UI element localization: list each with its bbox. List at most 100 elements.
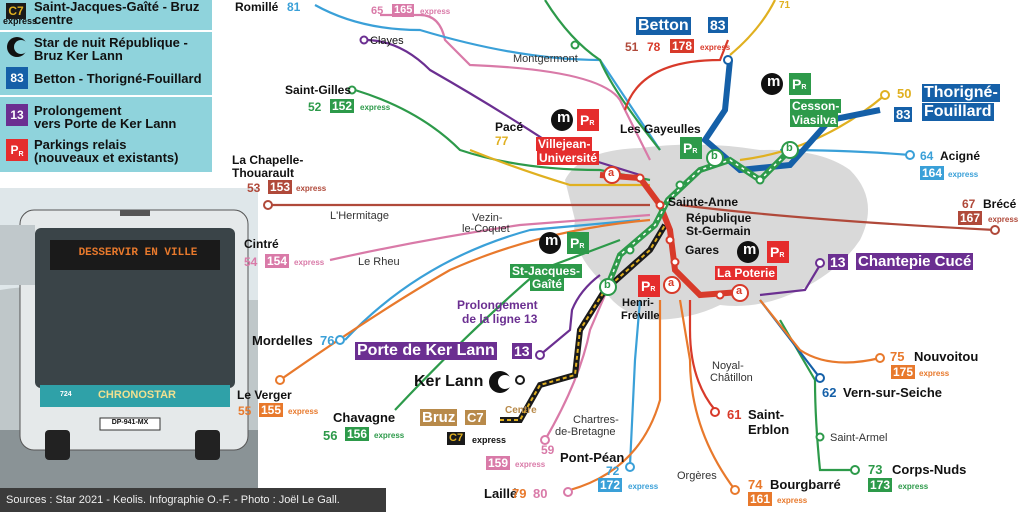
place-henri-freville: Henri- (622, 297, 654, 309)
express-label: express (294, 258, 325, 267)
place-noyal: Châtillon (710, 372, 753, 384)
line-153-badge: 153 (268, 180, 293, 194)
line-52-number: 52 (308, 100, 322, 114)
line-83-badge-thorigne: 83 (894, 107, 913, 122)
route-61 (688, 300, 716, 411)
place-pont-pean: Pont-Péan (560, 450, 625, 465)
place-la-poterie: La Poterie (715, 266, 778, 280)
express-label: express (360, 103, 391, 112)
route-13ext (539, 274, 601, 356)
place-chavagne: Chavagne (333, 410, 396, 425)
line-59-number: 59 (541, 443, 555, 457)
park-and-ride-glyph: PR (683, 137, 703, 159)
legend-separator (0, 30, 212, 32)
place-pace: Pacé (495, 120, 524, 134)
line-a-marker: a (608, 167, 615, 179)
place-romille: Romillé (235, 0, 279, 14)
legend-pr-title-1: Parkings relais (34, 137, 127, 152)
line-77-number: 77 (495, 134, 509, 148)
place-les-gayeulles: Les Gayeulles (620, 122, 701, 136)
express-label: express (515, 460, 546, 469)
park-and-ride-glyph: PR (580, 109, 600, 131)
park-and-ride-icons (567, 73, 811, 297)
bus-headsign: DESSERVIR EN VILLE (78, 247, 198, 259)
line-a-marker: a (736, 285, 743, 297)
express-label: express (628, 482, 659, 491)
photo-credits: Sources : Star 2021 - Keolis. Infographi… (0, 488, 386, 512)
place-la-chapelle: Thouarault (232, 166, 294, 180)
express-label: express (472, 435, 507, 445)
station-gares: Gares (685, 243, 720, 257)
line-72-number: 72 (606, 464, 620, 478)
line-154-badge: 154 (265, 254, 290, 268)
route-77 (469, 148, 650, 187)
line-178-badge: 178 (670, 39, 695, 53)
place-saint-armel: Saint-Armel (830, 432, 888, 444)
express-label: express (919, 369, 950, 378)
station-st-germain: St-Germain (686, 224, 751, 238)
place-betton: Betton (636, 17, 691, 35)
line-b-marker: b (604, 279, 611, 291)
pr-letter: P (683, 140, 693, 156)
express-label: express (374, 431, 405, 440)
place-chartres: Chartres- (573, 414, 619, 426)
place-ker-lann: Ker Lann (414, 373, 484, 390)
metro-icon-villejean: m (557, 109, 571, 126)
bus-brand: CHRONOSTAR (97, 389, 176, 401)
legend-83-badge: 83 (6, 67, 28, 89)
express-label: express (898, 482, 929, 491)
park-and-ride-glyph: PR (570, 232, 590, 254)
place-bruz: Bruz (420, 409, 458, 426)
place-corps-nuds: Corps-Nuds (892, 462, 967, 477)
station-sainte-anne: Sainte-Anne (668, 195, 739, 209)
route-52 (354, 88, 651, 182)
place-cintre: Cintré (244, 237, 279, 251)
line-164-badge: 164 (920, 166, 945, 180)
legend-c7-title: Saint-Jacques-Gaîté - Bruz centre (34, 0, 200, 27)
route-71 (729, 0, 776, 56)
pr-letter: P (792, 76, 802, 92)
place-bruz-centre: Centre (505, 405, 537, 416)
line-81-number: 81 (287, 0, 301, 14)
place-noyal: Noyal- (712, 360, 744, 372)
place-mordelles: Mordelles (252, 333, 313, 348)
legend-night-title-2: Bruz Ker Lann (34, 48, 123, 63)
line-67-number: 67 (962, 197, 976, 211)
line-155-badge: 155 (259, 403, 284, 417)
place-brece: Brécé (983, 197, 1017, 211)
line-62-number: 62 (822, 385, 837, 400)
line-73-number: 73 (868, 462, 883, 477)
place-cesson: Viasilva (790, 113, 839, 127)
pr-letter: P (770, 244, 780, 260)
route-montgermont (544, 0, 661, 151)
line-83-badge-betton: 83 (708, 17, 728, 33)
place-thorigne: Fouillard (922, 103, 994, 121)
label-prolongement: Prolongement (457, 298, 538, 312)
legend-83-title: Betton - Thorigné-Fouillard (34, 71, 202, 86)
legend-13-badge: 13 (6, 104, 28, 126)
place-villejean: Université (537, 151, 600, 165)
pr-sub: R (692, 148, 698, 155)
legend-pr-letter: P (10, 143, 19, 157)
label-prolongement: de la ligne 13 (462, 312, 538, 326)
line-55-number: 55 (238, 404, 252, 418)
metro-icon-st-jacques: m (545, 232, 559, 249)
place-lhermitage: L'Hermitage (330, 210, 389, 222)
station-republique: République (686, 211, 752, 225)
line-13-badge-chantepie: 13 (828, 254, 848, 270)
metro-icon-cesson: m (767, 73, 781, 90)
line-75-number: 75 (890, 349, 905, 364)
line-175-badge: 175 (891, 365, 916, 379)
line-161-badge: 161 (748, 492, 773, 506)
pr-sub: R (589, 120, 595, 127)
express-label: express (288, 407, 319, 416)
line-76-number: 76 (320, 333, 335, 348)
place-henri-freville: Fréville (621, 310, 660, 322)
line-74-number: 74 (748, 477, 763, 492)
legend-13-title-1: Prolongement (34, 103, 122, 118)
place-st-jacques: St-Jacques- (510, 264, 583, 278)
route-75 (759, 299, 881, 364)
